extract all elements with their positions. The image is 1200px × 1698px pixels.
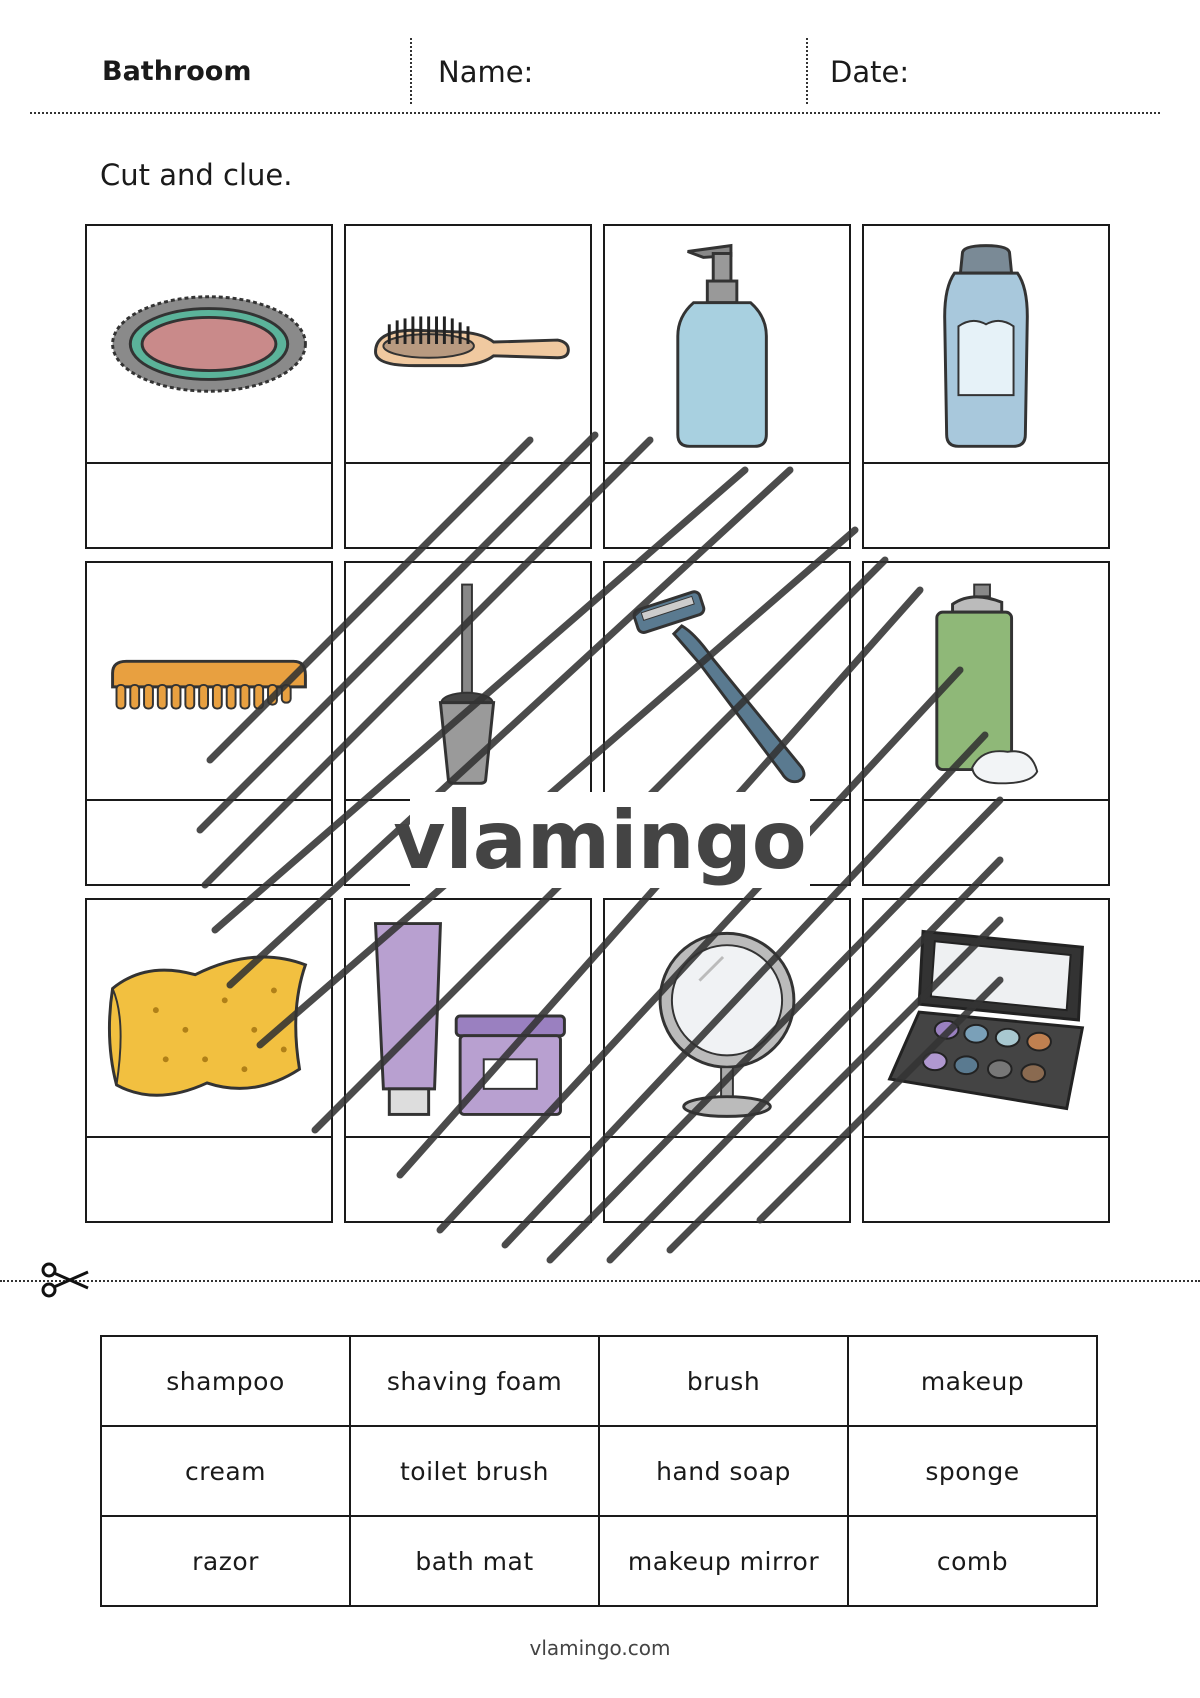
word-card[interactable]: comb	[847, 1515, 1098, 1607]
word-card[interactable]: shampoo	[100, 1335, 351, 1427]
picture-card[interactable]	[862, 224, 1110, 549]
hand-soap-icon	[605, 226, 849, 464]
date-label: Date:	[830, 55, 910, 89]
picture-card[interactable]	[344, 561, 592, 886]
shampoo-bottle-icon	[864, 226, 1108, 464]
picture-card[interactable]	[85, 898, 333, 1223]
picture-card[interactable]	[85, 561, 333, 886]
makeup-mirror-icon	[605, 900, 849, 1138]
picture-card[interactable]	[344, 224, 592, 549]
word-card[interactable]: sponge	[847, 1425, 1098, 1517]
worksheet-title: Bathroom	[102, 56, 252, 87]
bath-mat-icon	[87, 226, 331, 464]
comb-icon	[87, 563, 331, 801]
makeup-palette-icon	[864, 900, 1108, 1138]
instruction-text: Cut and clue.	[100, 158, 293, 192]
razor-icon	[605, 563, 849, 801]
picture-card[interactable]	[344, 898, 592, 1223]
name-label: Name:	[438, 55, 534, 89]
scissors-icon	[41, 1262, 89, 1298]
picture-card[interactable]	[85, 224, 333, 549]
word-card[interactable]: razor	[100, 1515, 351, 1607]
word-card[interactable]: cream	[100, 1425, 351, 1517]
cut-line	[0, 1280, 1200, 1282]
footer-url[interactable]: vlamingo.com	[529, 1636, 671, 1660]
picture-card[interactable]	[862, 898, 1110, 1223]
picture-card[interactable]	[603, 224, 851, 549]
header-divider	[410, 38, 412, 104]
word-card[interactable]: hand soap	[598, 1425, 849, 1517]
cream-icon	[346, 900, 590, 1138]
hair-brush-icon	[346, 226, 590, 464]
word-card[interactable]: bath mat	[349, 1515, 600, 1607]
word-card[interactable]: makeup	[847, 1335, 1098, 1427]
toilet-brush-icon	[346, 563, 590, 801]
worksheet-header: Bathroom Name: Date:	[30, 30, 1160, 114]
picture-card[interactable]	[603, 561, 851, 886]
word-table: shampoo shaving foam brush makeup cream …	[100, 1335, 1098, 1607]
picture-card[interactable]	[603, 898, 851, 1223]
word-card[interactable]: toilet brush	[349, 1425, 600, 1517]
picture-card[interactable]	[862, 561, 1110, 886]
header-divider	[806, 38, 808, 104]
word-card[interactable]: shaving foam	[349, 1335, 600, 1427]
word-card[interactable]: makeup mirror	[598, 1515, 849, 1607]
sponge-icon	[87, 900, 331, 1138]
word-card[interactable]: brush	[598, 1335, 849, 1427]
shaving-foam-icon	[864, 563, 1108, 801]
